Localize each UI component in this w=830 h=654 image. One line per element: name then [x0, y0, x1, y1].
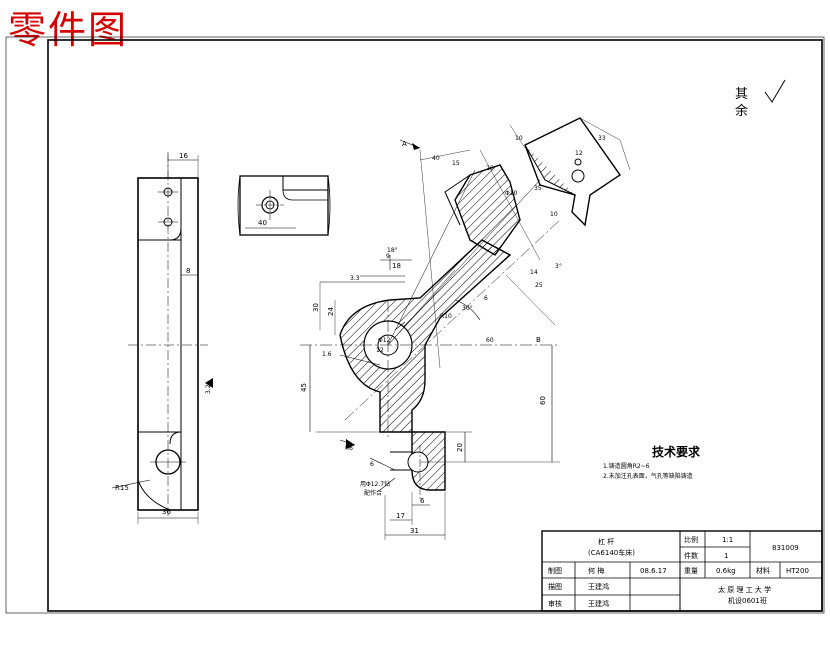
dim-40-top: 40: [432, 155, 440, 162]
tb-school-1: 太 原 理 工 大 学: [718, 585, 771, 594]
dim-31: 31: [410, 527, 419, 535]
dim-25: 25: [535, 282, 543, 289]
dim-14: 14: [530, 269, 538, 276]
tb-qty-label: 件数: [684, 551, 698, 560]
outer-trim-frame: [5, 36, 825, 614]
dim-3-3: 3.3: [350, 275, 360, 282]
tb-school-2: 机设0601班: [728, 596, 767, 605]
dim-60: 60: [539, 396, 547, 405]
dim-6-3: 6: [370, 461, 374, 468]
dim-40-side: 40: [258, 219, 267, 227]
dim-45: 45: [300, 383, 308, 392]
hole-note-2: 配作合: [364, 489, 382, 497]
dim-r10: R10: [440, 313, 452, 320]
dim-15: 15: [452, 160, 460, 167]
tb-scale-label: 比例: [684, 535, 698, 544]
tb-design-label: 描图: [548, 582, 562, 591]
dim-r15: R15: [115, 484, 129, 492]
dim-20: 20: [456, 443, 464, 452]
label-a: A: [402, 140, 407, 148]
tb-weight-label: 重量: [684, 567, 698, 575]
main-view-dimension-labels: A B 60 45 20 17 31 6 18 9 30 24 Φ12 R10 …: [300, 135, 606, 535]
tb-part-name: 杠 杆: [598, 537, 614, 546]
dim-6b: 6: [484, 295, 488, 302]
drawing-frame: [47, 39, 823, 612]
surface-note-2: 余: [735, 103, 748, 119]
tb-scale-value: 1:1: [722, 536, 733, 544]
dim-10: 10: [550, 211, 558, 218]
dim-3deg: 3°: [555, 263, 562, 270]
tb-check-label: 审核: [548, 599, 562, 608]
tb-part-sub: (CA6140车床): [588, 548, 635, 557]
tb-qty-value: 1: [724, 552, 728, 560]
dim-35: 35: [534, 185, 542, 192]
dim-deg18: 18°: [387, 247, 398, 254]
dim-12: 12: [376, 347, 384, 354]
dim-10b: 10: [515, 135, 523, 142]
surface-finish-symbol: [764, 79, 786, 103]
dim-30: 30: [312, 303, 320, 312]
tb-material-value: HT200: [786, 567, 809, 575]
tb-design-name: 王建鸿: [588, 582, 609, 591]
detail-view-a: [237, 175, 331, 236]
dim-18: 18: [392, 262, 401, 270]
tech-req-title: 技术要求: [652, 444, 701, 459]
dim-60-angled: 60: [486, 337, 494, 344]
upper-rotated-view: [524, 117, 621, 227]
dim-33: 33: [598, 135, 606, 142]
dim-r6: R6: [345, 445, 353, 452]
hole-note-1: 用Φ12.7钻: [360, 480, 390, 488]
tb-material-label: 材料: [756, 566, 770, 575]
dim-26: 26: [486, 165, 494, 172]
tech-req-item-2: 2.未加注孔表面，气孔等缺陷铸造: [603, 472, 693, 480]
dim-phi12: Φ12: [378, 337, 391, 344]
dim-17: 17: [396, 512, 405, 520]
dim-s16: 1.6: [322, 351, 332, 358]
tb-weight-value: 0.6kg: [716, 567, 736, 575]
tb-drawn-name: 何 梅: [588, 566, 604, 575]
dim-16-top: 16: [179, 152, 188, 160]
main-boss-section: [339, 239, 512, 433]
tb-date: 08.6.17: [640, 567, 667, 575]
tb-drawing-no: 831009: [772, 544, 799, 552]
drawing-title: 零件图: [8, 8, 129, 52]
dim-24: 24: [327, 307, 335, 316]
dim-30-deg: 30°: [462, 305, 473, 312]
label-b: B: [536, 336, 541, 344]
dim-9: 9: [386, 253, 390, 260]
dim-6-bottom: 6: [420, 497, 425, 505]
dim-phi10: Φ10: [505, 190, 518, 197]
surface-note-1: 其: [735, 87, 748, 102]
tb-drawn-label: 制图: [548, 566, 562, 575]
dim-8: 8: [186, 267, 190, 275]
main-view: [300, 117, 631, 540]
tech-req-item-1: 1.铸造圆角R2~6: [603, 462, 650, 470]
side-view: [111, 152, 213, 524]
title-block: [541, 530, 823, 612]
dim-36: 36: [162, 508, 171, 516]
surface-ra-side: 3.2: [205, 384, 212, 394]
dim-r12: 12: [575, 150, 583, 157]
tb-check-name: 王建鸿: [588, 599, 609, 608]
